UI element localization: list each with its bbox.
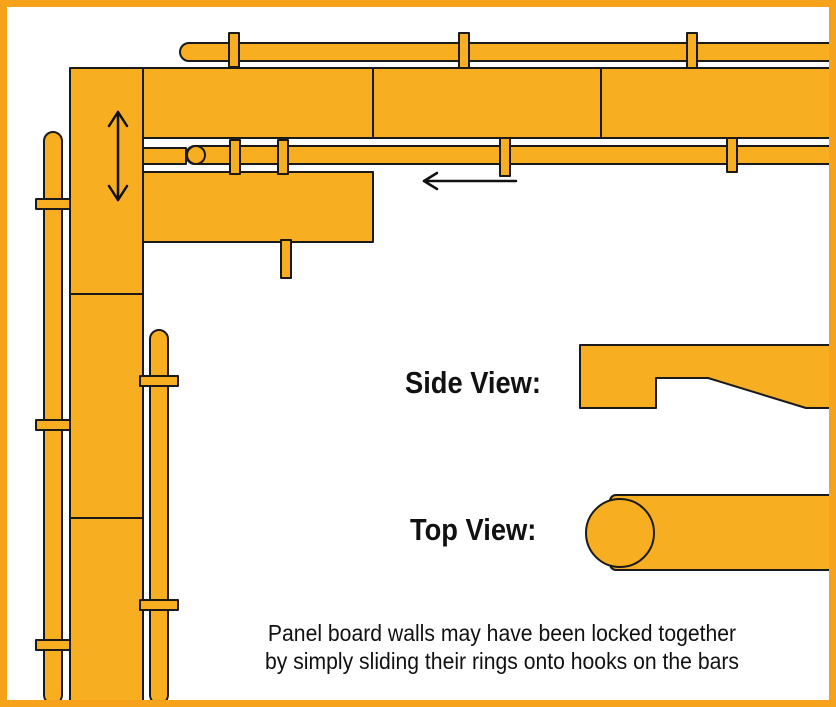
top-panel-row [142,67,829,139]
top-view-ring [585,498,655,568]
middle-bar-hook [499,137,511,177]
left-panel [69,293,144,519]
left-outer-bar [35,131,71,700]
left-bar-hook [35,639,71,651]
sliding-panel-ring [229,139,241,175]
inner-bar-hook [139,599,179,611]
caption-line-2: by simply sliding their rings onto hooks… [264,648,740,674]
side-view-shape [579,344,829,409]
sliding-panel-ring [277,139,289,175]
left-bar-hook [35,419,71,431]
left-arrow-icon [422,171,518,191]
sliding-panel-ring [280,239,292,279]
left-panel [69,517,144,700]
top-view-label: Top View: [410,512,537,547]
left-panel-column [69,67,144,700]
side-view-label: Side View: [405,365,541,400]
caption-line-1: Panel board walls may have been locked t… [267,620,737,646]
left-inner-bar [139,329,179,700]
left-bar-hook [35,198,71,210]
sliding-panel-group [139,139,374,279]
caption: Panel board walls may have been locked t… [212,619,792,675]
top-panel [372,67,602,139]
middle-bar-hook [726,137,738,173]
vertical-double-arrow-icon [107,110,129,202]
top-bar-hook [228,32,240,68]
top-bar-hook [458,32,470,72]
panel-ring-slot [139,147,187,165]
left-panel [69,67,144,295]
top-bar [179,32,829,72]
top-view-shape [585,494,829,571]
middle-bar [185,137,829,177]
inner-bar-hook [139,375,179,387]
top-panel [142,67,374,139]
top-panel [600,67,829,139]
top-bar-hook [686,32,698,72]
sliding-panel [142,171,374,243]
ring-end [186,145,206,165]
